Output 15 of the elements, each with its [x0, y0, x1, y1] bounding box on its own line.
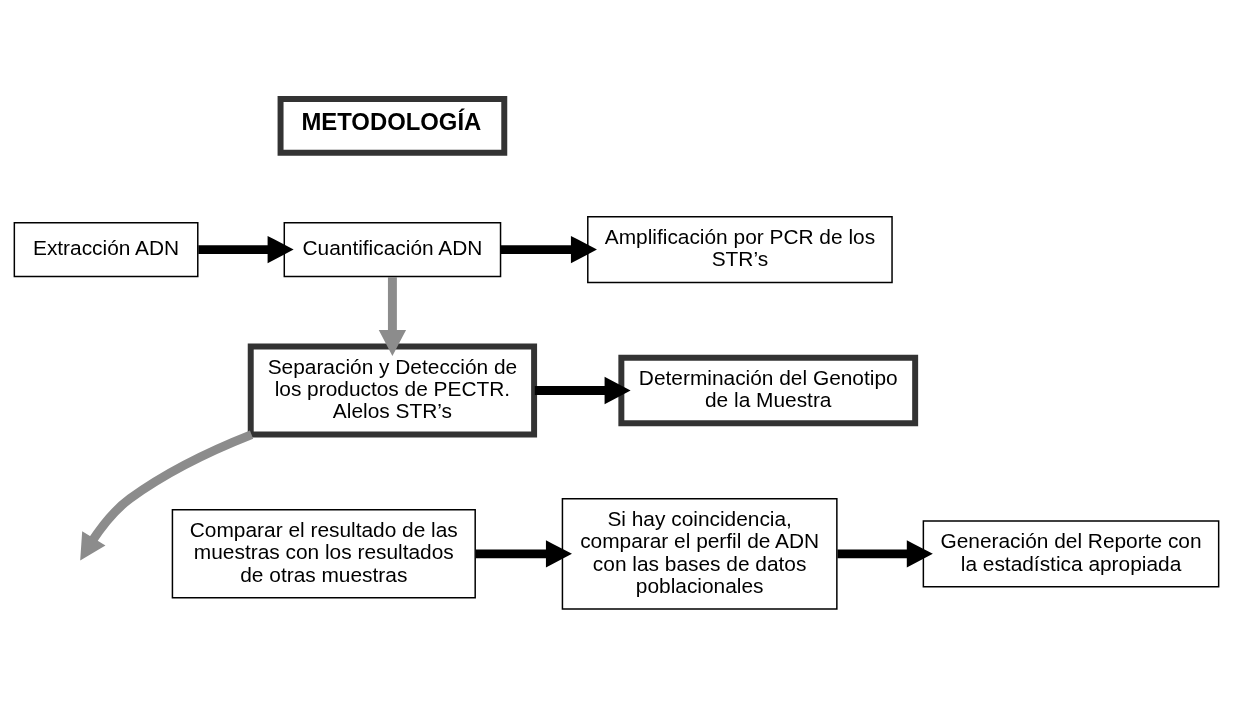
- node-box: Extracción ADN: [13, 221, 199, 277]
- arrow: [378, 276, 407, 356]
- arrow: [534, 376, 631, 404]
- node-box: Separación y Detección de los productos de PECTR. Alelos STR’s: [247, 343, 538, 438]
- node-box: Generación del Reporte con la estadística apropiada: [922, 519, 1220, 587]
- arrow: [501, 235, 597, 263]
- node-box: Determinación del Genotipo de la Muestra: [618, 354, 919, 426]
- node-box: Amplificación por PCR de los STR’s: [587, 215, 893, 283]
- node-box: Si hay coincidencia, comparar el perfil de ADN con las bases de datos poblacionales: [561, 497, 838, 610]
- arrow: [475, 539, 572, 568]
- arrow: [198, 235, 294, 263]
- arrow: [837, 539, 933, 568]
- node-box: Cuantificación ADN: [283, 221, 502, 277]
- node-box: METODOLOGÍA: [277, 95, 508, 156]
- node-box: Comparar el resultado de las muestras con los resultados de otras muestras: [171, 508, 476, 599]
